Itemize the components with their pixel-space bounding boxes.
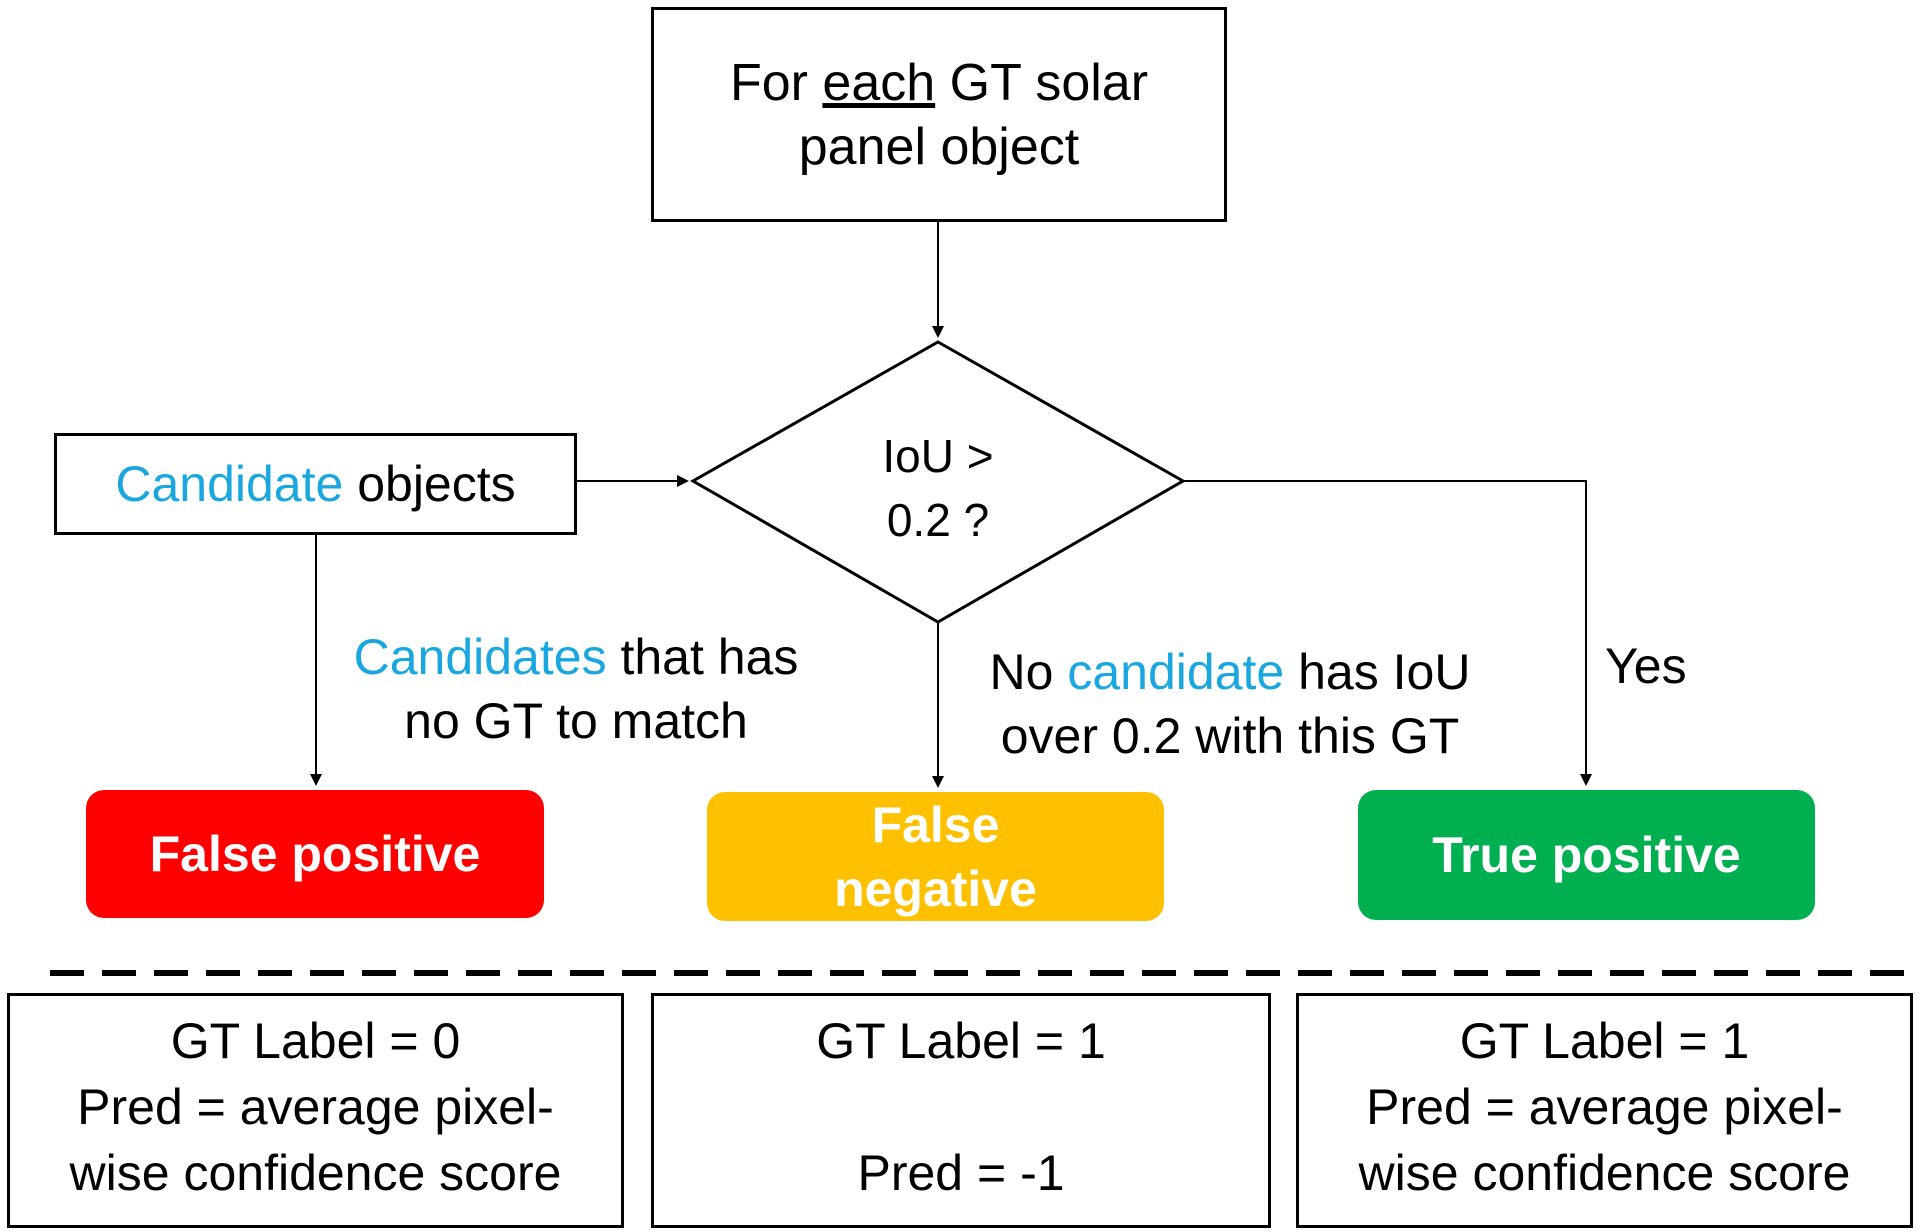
result-fn-gt-label: GT Label = 1 <box>816 1013 1106 1069</box>
edge-fn-highlight: candidate <box>1067 644 1285 700</box>
arrow-to-true-positive <box>1183 480 1592 786</box>
decision-text: IoU > 0.2 ? <box>843 424 1033 552</box>
result-fn-pred: Pred = -1 <box>857 1145 1065 1201</box>
start-box-emphasis: each <box>822 53 936 112</box>
start-box-suffix: GT solar <box>935 53 1149 112</box>
result-tp-pred-line-2: wise confidence score <box>1358 1145 1851 1201</box>
result-fp-gt-label: GT Label = 0 <box>170 1013 461 1069</box>
decision-line-1: IoU > <box>882 430 994 482</box>
start-box-prefix: For <box>729 53 823 112</box>
result-box-false-negative: GT Label = 1 Pred = -1 <box>651 993 1271 1228</box>
edge-fp-highlight: Candidates <box>353 629 607 685</box>
edge-fn-line-2: over 0.2 with this GT <box>1000 708 1460 764</box>
outcome-tp-label: True positive <box>1432 827 1741 883</box>
decision-line-2: 0.2 ? <box>886 494 990 546</box>
edge-fn-prefix: No <box>989 644 1068 700</box>
candidate-box-highlight: Candidate <box>115 456 344 512</box>
start-box: For each GT solar panel object <box>651 7 1227 222</box>
result-box-false-positive: GT Label = 0 Pred = average pixel- wise … <box>7 993 624 1228</box>
edge-fp-line-2: no GT to match <box>404 693 748 749</box>
outcome-false-positive: False positive <box>86 790 544 918</box>
result-box-true-positive: GT Label = 1 Pred = average pixel- wise … <box>1296 993 1913 1228</box>
outcome-fn-line-1: False <box>871 796 1000 853</box>
outcome-false-negative: False negative <box>707 792 1164 921</box>
candidate-objects-box: Candidate objects <box>54 433 577 535</box>
outcome-true-positive: True positive <box>1358 790 1815 920</box>
result-tp-gt-label: GT Label = 1 <box>1459 1013 1750 1069</box>
edge-label-false-positive: Candidates that has no GT to match <box>316 625 836 753</box>
result-fp-pred-line-1: Pred = average pixel- <box>77 1079 554 1135</box>
start-box-line-1: For each GT solar <box>730 51 1148 115</box>
edge-fp-rest: that has <box>606 629 799 685</box>
outcome-fn-line-2: negative <box>834 860 1037 917</box>
result-tp-pred-line-1: Pred = average pixel- <box>1366 1079 1843 1135</box>
edge-fn-rest: has IoU <box>1284 644 1471 700</box>
edge-label-false-negative: No candidate has IoU over 0.2 with this … <box>950 640 1510 768</box>
outcome-fp-label: False positive <box>149 826 481 882</box>
result-fp-pred-line-2: wise confidence score <box>69 1145 562 1201</box>
start-box-line-2: panel object <box>798 117 1080 176</box>
candidate-box-rest: objects <box>343 456 516 512</box>
edge-label-true-positive: Yes <box>1605 638 1687 694</box>
